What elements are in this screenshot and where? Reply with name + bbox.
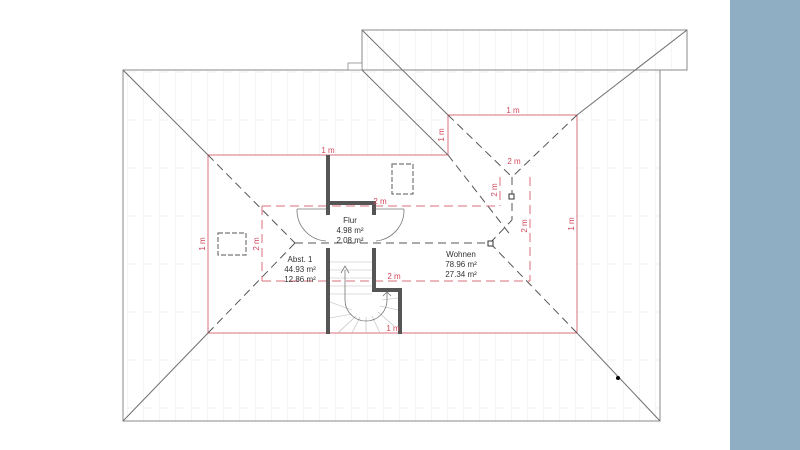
room-area-secondary: 12.86 m² bbox=[284, 275, 316, 284]
door-swings bbox=[296, 208, 405, 242]
reference-point bbox=[616, 376, 620, 380]
dim-left-1m: 1 m bbox=[198, 237, 207, 251]
room-area: 78.96 m² bbox=[445, 260, 477, 269]
ridge-marker bbox=[508, 193, 515, 200]
ridge-marker bbox=[487, 240, 494, 247]
skylight-top bbox=[391, 163, 414, 195]
ridge-lines bbox=[207, 114, 578, 334]
dim-ridge-2m-v2: 2 m bbox=[520, 219, 529, 233]
dim-dormer-top-1m: 1 m bbox=[506, 106, 520, 115]
room-area-secondary: 2.08 m² bbox=[336, 236, 363, 245]
room-label-flur: Flur 4.98 m² 2.08 m² bbox=[336, 216, 363, 245]
staircase bbox=[329, 261, 399, 334]
room-name: Flur bbox=[343, 216, 357, 225]
dim-right-1m: 1 m bbox=[567, 217, 576, 231]
room-label-abst: Abst. 1 44.93 m² 12.86 m² bbox=[284, 255, 316, 284]
floor-plan-canvas: 1 m 1 m 1 m 2 m 2 m 1 m 2 m 1 m 2 m 2 m … bbox=[122, 29, 688, 422]
skylight-left bbox=[217, 232, 247, 256]
room-area-secondary: 27.34 m² bbox=[445, 270, 477, 279]
hip-lines bbox=[122, 29, 688, 422]
dim-left-2m: 2 m bbox=[252, 237, 261, 251]
walls bbox=[326, 155, 402, 334]
dimension-labels: 1 m 1 m 1 m 2 m 2 m 1 m 2 m 1 m 2 m 2 m … bbox=[198, 106, 576, 333]
dim-dormer-left-1m: 1 m bbox=[437, 128, 446, 142]
dim-top-1m: 1 m bbox=[321, 146, 335, 155]
room-label-wohnen: Wohnen 78.96 m² 27.34 m² bbox=[445, 250, 477, 279]
dim-ridge-2m-v: 2 m bbox=[490, 183, 499, 197]
room-area: 44.93 m² bbox=[284, 265, 316, 274]
dim-inner-2m-bottom: 2 m bbox=[387, 272, 401, 281]
dim-stair-1m: 1 m bbox=[386, 324, 400, 333]
room-name: Wohnen bbox=[446, 250, 476, 259]
room-area: 4.98 m² bbox=[336, 226, 363, 235]
height-boundary bbox=[261, 177, 531, 282]
roof-dormer bbox=[347, 29, 688, 71]
dim-inner-2m-top: 2 m bbox=[373, 197, 387, 206]
side-panel bbox=[730, 0, 800, 450]
dim-ridge-2m-h: 2 m bbox=[507, 157, 521, 166]
room-name: Abst. 1 bbox=[288, 255, 313, 264]
